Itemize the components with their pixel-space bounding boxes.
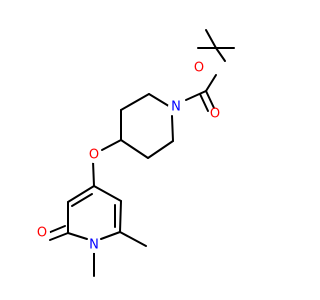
bond-pyr-c4-c5: [93, 185, 122, 202]
bond-pyr-c2-carbonyl-o-2: [47, 225, 66, 234]
bond-carbonyl-c-piperidine-n: [185, 90, 207, 101]
bond-pip-c5-c6: [147, 140, 174, 159]
bond-carbonyl-double-2: [199, 93, 209, 112]
oxygen-ether-atom: O: [86, 147, 102, 163]
oxygen-carbonyl-pyridone-label: O: [37, 226, 47, 241]
bond-pyr-c6-c5: [119, 200, 122, 233]
bond-pyr-c4-c3: [67, 185, 95, 203]
nitrogen-pyridone-label: N: [89, 238, 99, 253]
oxygen-carbonyl-ester-atom: O: [210, 107, 231, 126]
oxygen-carbonyl-pyridone-atom: O: [34, 225, 50, 241]
oxygen-ester-label: O: [194, 61, 204, 76]
oxygen-carbonyl-ester-label: O: [210, 107, 220, 122]
bond-tbu-c1-methyl-top: [205, 29, 217, 49]
oxygen-ester-atom: O: [191, 60, 207, 76]
bond-c4-ether-o: [101, 139, 122, 151]
oxygen-ether-label: O: [89, 148, 99, 163]
bond-ester-o-carbonyl-c: [205, 74, 217, 92]
bond-pyr-c2-carbonyl-o: [49, 232, 69, 241]
bond-pyr-c2-n1: [67, 232, 88, 240]
nitrogen-piperidine-atom: N: [168, 99, 184, 115]
atom-labels: O O N O O N: [34, 60, 231, 253]
bond-carbonyl-double-1: [205, 90, 215, 109]
bond-pip-c4-c5: [120, 139, 149, 159]
bond-pyr-n1-c6: [100, 231, 121, 240]
bonds: [47, 29, 235, 277]
molecule-structure-diagram: O O N O O N: [34, 29, 235, 277]
bond-tbu-c1-ester-o: [215, 47, 226, 62]
bond-pip-c6-n: [171, 115, 174, 142]
bond-pyr-c4-c3-inner: [71, 193, 93, 207]
bond-ether-o-pyridone-c4: [92, 160, 95, 187]
nitrogen-pyridone-atom: N: [86, 237, 102, 253]
nitrogen-piperidine-label: N: [171, 100, 181, 115]
bond-pyr-c6-methyl: [119, 231, 147, 247]
bond-pip-c2-c3: [120, 93, 150, 111]
